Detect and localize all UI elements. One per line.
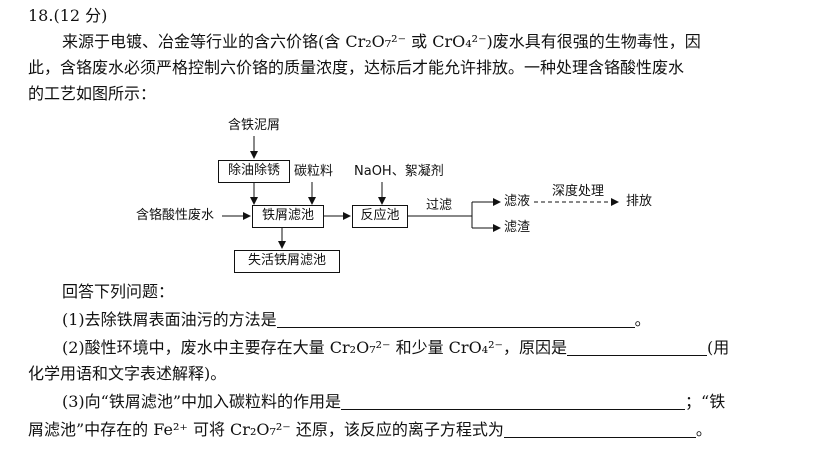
q1-answer-blank[interactable] xyxy=(276,311,635,328)
formula-cr2o7: Cr₂O₇²⁻ xyxy=(345,32,407,51)
q3-text-b: ；“铁 xyxy=(685,392,726,411)
label-deep-treatment: 深度处理 xyxy=(552,184,605,199)
q2-text-b: 和少量 xyxy=(395,338,444,357)
intro-line-1: 来源于电镀、冶金等行业的含六价铬(含 Cr₂O₇²⁻ 或 CrO₄²⁻)废水具有… xyxy=(62,32,701,52)
question-number: 18. xyxy=(28,6,54,25)
intro-line-3: 的工艺如图所示： xyxy=(28,84,157,103)
question-3-cont: 屑滤池”中存在的 Fe²⁺ 可将 Cr₂O₇²⁻ 还原，该反应的离子方程式为 。 xyxy=(28,420,712,440)
q3-answer-blank-2[interactable] xyxy=(503,421,696,438)
q2-answer-blank[interactable] xyxy=(566,339,707,356)
answers-heading: 回答下列问题： xyxy=(62,282,175,301)
question-2: (2)酸性环境中，废水中主要存在大量 Cr₂O₇²⁻ 和少量 CrO₄²⁻，原因… xyxy=(62,338,729,358)
q3-formula-fe: Fe²⁺ xyxy=(153,420,188,439)
label-discharge: 排放 xyxy=(626,194,653,209)
question-header: 18.(12 分) xyxy=(28,6,107,26)
q1-text: (1)去除铁屑表面油污的方法是 xyxy=(62,310,277,329)
question-score: (12 分) xyxy=(53,6,108,25)
box-filter-pool: 铁屑滤池 xyxy=(252,205,324,228)
label-naoh: NaOH、絮凝剂 xyxy=(354,164,444,179)
intro-text-1: 来源于电镀、冶金等行业的含六价铬(含 xyxy=(62,32,341,51)
q2-text-a: (2)酸性环境中，废水中主要存在大量 xyxy=(62,338,325,357)
label-carbon: 碳粒料 xyxy=(294,164,334,179)
q2-text-c: ，原因是 xyxy=(502,338,567,357)
q1-end: 。 xyxy=(634,310,651,329)
intro-or: 或 xyxy=(411,32,428,51)
q3-text-e: 还原，该反应的离子方程式为 xyxy=(295,420,504,439)
q3-formula-cr2o7: Cr₂O₇²⁻ xyxy=(230,420,291,439)
label-filtrate: 滤液 xyxy=(504,194,531,209)
question-1: (1)去除铁屑表面油污的方法是 。 xyxy=(62,310,651,330)
question-2-cont: 化学用语和文字表述解释)。 xyxy=(28,364,227,383)
label-residue: 滤渣 xyxy=(504,220,531,235)
q3-end: 。 xyxy=(695,420,712,439)
box-reactor: 反应池 xyxy=(352,205,408,228)
q3-answer-blank-1[interactable] xyxy=(341,393,686,410)
q2-formula-cr2o7: Cr₂O₇²⁻ xyxy=(329,338,391,357)
q2-text-d: (用 xyxy=(706,338,730,357)
box-degrease: 除油除锈 xyxy=(218,160,290,183)
q2-formula-cro4: CrO₄²⁻ xyxy=(448,338,503,357)
q3-text-a: (3)向“铁屑滤池”中加入碳粒料的作用是 xyxy=(62,392,342,411)
q3-text-d: 可将 xyxy=(192,420,225,439)
question-3: (3)向“铁屑滤池”中加入碳粒料的作用是 ；“铁 xyxy=(62,392,725,412)
intro-line-2: 此，含铬废水必须严格控制六价铬的质量浓度，达标后才能允许排放。一种处理含铬酸性废… xyxy=(28,58,685,77)
label-filtration: 过滤 xyxy=(426,198,453,213)
label-iron-scrap: 含铁泥屑 xyxy=(228,118,281,133)
box-inactive-pool: 失活铁屑滤池 xyxy=(234,250,340,273)
label-wastewater: 含铬酸性废水 xyxy=(136,208,215,223)
formula-cro4: CrO₄²⁻ xyxy=(432,32,487,51)
intro-text-2: )废水具有很强的生物毒性，因 xyxy=(486,32,701,51)
q3-text-c: 屑滤池”中存在的 xyxy=(28,420,149,439)
